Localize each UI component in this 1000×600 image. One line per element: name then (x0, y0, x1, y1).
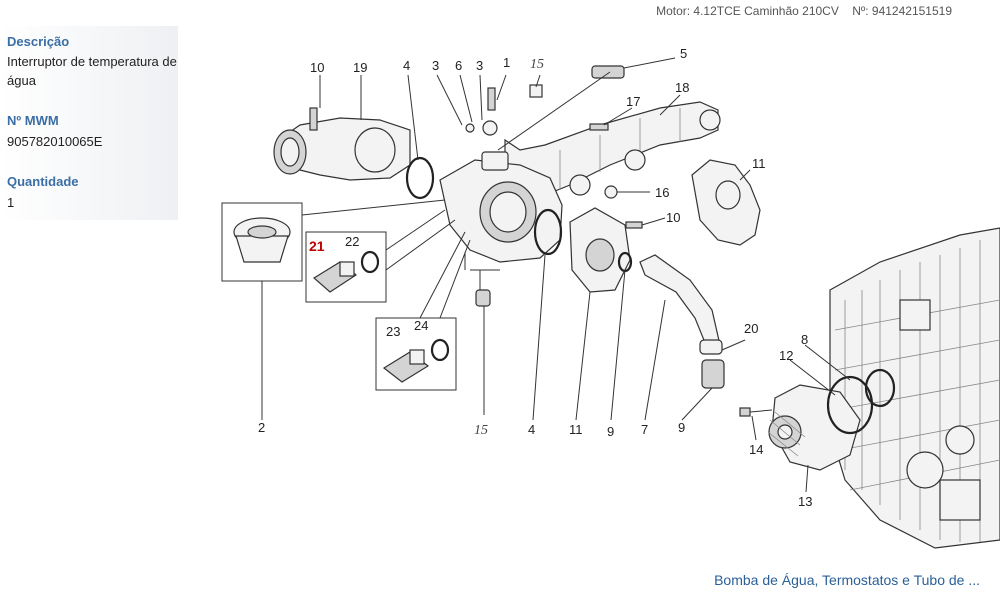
leader-lines (261, 57, 851, 493)
pump-gasket-ring (826, 375, 874, 435)
callout-3-left[interactable]: 3 (432, 58, 439, 73)
temperature-sender-group (375, 317, 457, 391)
quantity-value: 1 (7, 195, 15, 210)
callout-24[interactable]: 24 (414, 318, 428, 333)
callout-15-bottom[interactable]: 15 (474, 423, 488, 438)
callout-14[interactable]: 14 (749, 442, 763, 457)
hose-clamp (699, 339, 725, 389)
housing-o-ring (533, 208, 563, 256)
water-pump (767, 384, 861, 471)
callout-10-top[interactable]: 10 (310, 60, 324, 75)
elbow-o-ring (405, 156, 435, 200)
callout-9-right[interactable]: 9 (678, 420, 685, 435)
temperature-switch-group (305, 231, 387, 303)
callout-6[interactable]: 6 (455, 58, 462, 73)
callout-4-top[interactable]: 4 (403, 58, 410, 73)
thermostat-housing (439, 151, 563, 263)
coolant-pipe (504, 101, 721, 201)
quantity-label: Quantidade (7, 174, 79, 189)
callout-7[interactable]: 7 (641, 422, 648, 437)
mwm-number-value: 905782010065E (7, 134, 103, 149)
water-outlet-elbow (273, 117, 411, 181)
callout-11-right[interactable]: 11 (752, 156, 766, 171)
thermostat (221, 202, 303, 282)
callout-4-bottom[interactable]: 4 (528, 422, 535, 437)
callout-2[interactable]: 2 (258, 420, 265, 435)
pump-o-ring (864, 368, 896, 408)
category-link[interactable]: Bomba de Água, Termostatos e Tubo de ... (714, 572, 980, 588)
callout-9-left[interactable]: 9 (607, 424, 614, 439)
callout-23[interactable]: 23 (386, 324, 400, 339)
part-info-panel: Descrição Interruptor de temperatura de … (0, 26, 178, 220)
callout-18[interactable]: 18 (675, 80, 689, 95)
callout-3-right[interactable]: 3 (476, 58, 483, 73)
callout-17[interactable]: 17 (626, 94, 640, 109)
callout-11-bottom[interactable]: 11 (569, 422, 583, 437)
callout-1[interactable]: 1 (503, 55, 510, 70)
callout-10-right[interactable]: 10 (666, 210, 680, 225)
description-label: Descrição (7, 34, 70, 49)
engine-header: Motor: 4.12TCE Caminhão 210CV Nº: 941242… (646, 4, 952, 18)
callout-5[interactable]: 5 (680, 46, 687, 61)
engine-number: Nº: 941242151519 (852, 4, 952, 18)
callout-22[interactable]: 22 (345, 234, 359, 249)
callout-19[interactable]: 19 (353, 60, 367, 75)
bypass-hose (639, 254, 721, 351)
callout-8[interactable]: 8 (801, 332, 808, 347)
flange-plate (569, 207, 631, 293)
callout-21-selected[interactable]: 21 (309, 238, 325, 254)
callout-15-top[interactable]: 15 (530, 57, 544, 72)
callout-20[interactable]: 20 (744, 321, 758, 336)
callout-12[interactable]: 12 (779, 348, 793, 363)
engine-model: Motor: 4.12TCE Caminhão 210CV (656, 4, 839, 18)
right-elbow-fitting (691, 159, 761, 246)
engine-block (829, 227, 1000, 549)
callout-16[interactable]: 16 (655, 185, 669, 200)
small-bolts (309, 65, 643, 307)
pump-bolt (739, 407, 773, 417)
mwm-number-label: Nº MWM (7, 113, 59, 128)
description-value: Interruptor de temperatura de água (7, 54, 177, 88)
callout-13[interactable]: 13 (798, 494, 812, 509)
